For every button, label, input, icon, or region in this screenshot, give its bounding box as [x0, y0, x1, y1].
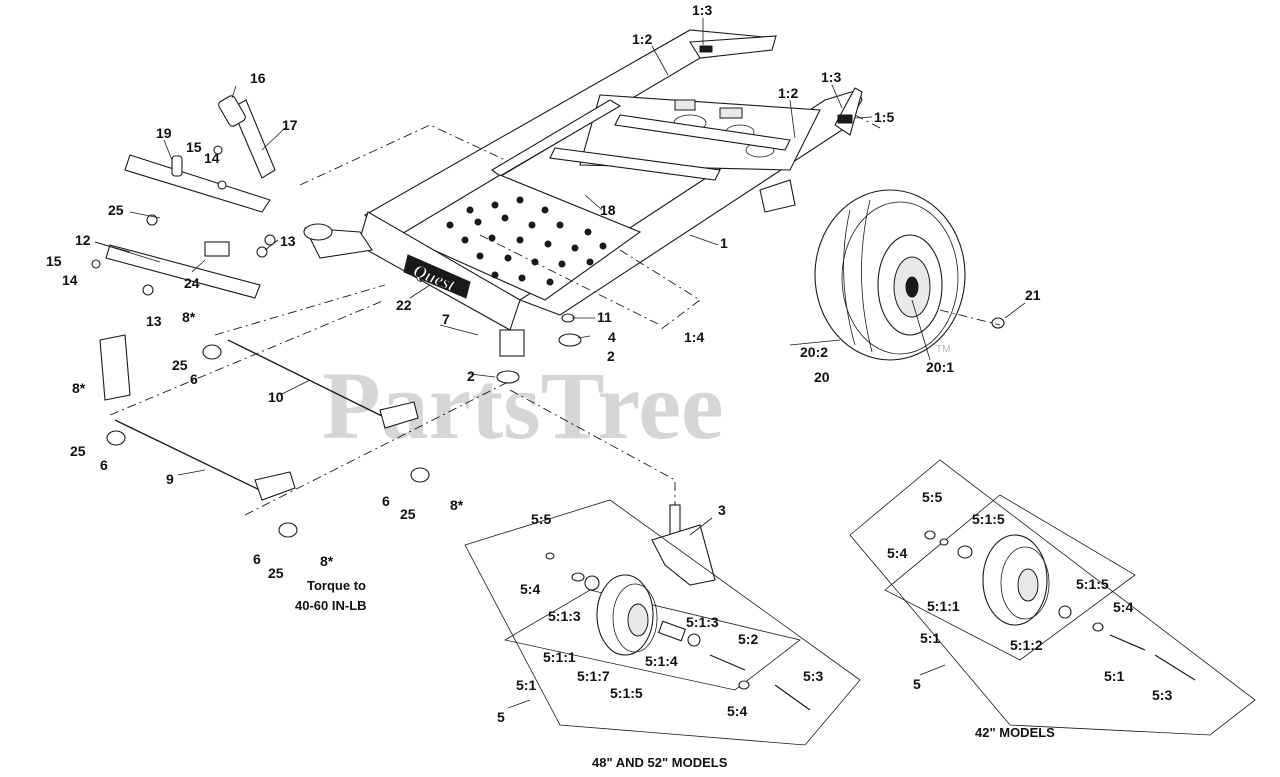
- callout-label: 5:1:7: [577, 668, 610, 684]
- callout-label: 10: [268, 389, 284, 405]
- callout-label: 5:3: [803, 668, 823, 684]
- callout-label: 13: [280, 233, 296, 249]
- callout-label: 8*: [450, 497, 464, 513]
- torque-note-line1: Torque to: [307, 578, 366, 593]
- callout-label: 5:1:4: [645, 653, 678, 669]
- callout-label: 2: [467, 368, 475, 384]
- front-wheel-42: [849, 459, 1256, 736]
- callout-label: 1:2: [632, 31, 652, 47]
- rear-tire-assembly: [814, 189, 1005, 361]
- callout-label: 16: [250, 70, 266, 86]
- callout-label: 5:2: [738, 631, 758, 647]
- foot-plate-holes: [446, 196, 607, 286]
- callout-label: 12: [75, 232, 91, 248]
- callout-label: 19: [156, 125, 172, 141]
- callout-label: 8*: [320, 553, 334, 569]
- callout-label: 20: [814, 369, 830, 385]
- callout-label: 5: [497, 709, 505, 725]
- callout-label: 5:1: [1104, 668, 1124, 684]
- callout-label: 15: [186, 139, 202, 155]
- torque-note-line2: 40-60 IN-LB: [295, 598, 367, 613]
- callout-label: 8*: [72, 380, 86, 396]
- callout-label: 5:3: [1152, 687, 1172, 703]
- callout-label: 5:1:5: [972, 511, 1005, 527]
- callout-label: 2: [607, 348, 615, 364]
- callout-label: 5:1:3: [548, 608, 581, 624]
- callout-label: 5:4: [520, 581, 540, 597]
- callout-label: 5:1:1: [543, 649, 576, 665]
- callout-label: 6: [190, 371, 198, 387]
- callout-label: 5:5: [922, 489, 942, 505]
- callout-label: 25: [400, 506, 416, 522]
- callout-label: 6: [253, 551, 261, 567]
- callout-label: 5:1: [516, 677, 536, 693]
- callout-label: 21: [1025, 287, 1041, 303]
- leader-lines: [94, 18, 1026, 709]
- callout-label: 1:2: [778, 85, 798, 101]
- callout-label: 11: [597, 309, 612, 325]
- callout-label: 25: [70, 443, 86, 459]
- callout-label: 17: [282, 117, 298, 133]
- callout-label: 5:1:3: [686, 614, 719, 630]
- callout-label: 5:1: [920, 630, 940, 646]
- callout-label: 1:3: [692, 2, 712, 18]
- callout-label: 14: [62, 272, 78, 288]
- callout-label: 1: [720, 235, 728, 251]
- callout-label: 25: [268, 565, 284, 581]
- caption-48-52-models: 48" AND 52" MODELS: [592, 755, 728, 770]
- callouts: 1:3 1:2 1:3 1:2 1:5 16 17 19 15 14 25 18…: [46, 2, 1172, 725]
- callout-label: 1:5: [874, 109, 894, 125]
- callout-label: 25: [108, 202, 124, 218]
- callout-label: 5:4: [1113, 599, 1133, 615]
- callout-label: 5:4: [727, 703, 747, 719]
- callout-label: 6: [382, 493, 390, 509]
- callout-label: 5:1:5: [610, 685, 643, 701]
- callout-label: 3: [718, 502, 726, 518]
- callout-label: 4: [608, 329, 616, 345]
- callout-label: 20:2: [800, 344, 828, 360]
- watermark: PartsTree: [322, 352, 724, 459]
- callout-label: 22: [396, 297, 412, 313]
- callout-label: 14: [204, 150, 220, 166]
- callout-label: 5:1:2: [1010, 637, 1043, 653]
- callout-label: 5:1:5: [1076, 576, 1109, 592]
- callout-label: 18: [600, 202, 616, 218]
- callout-label: 24: [184, 275, 200, 291]
- callout-label: 20:1: [926, 359, 954, 375]
- front-wheel-48-52: [464, 499, 861, 746]
- caster-fork: [651, 504, 716, 586]
- callout-label: 5:1:1: [927, 598, 960, 614]
- callout-label: 9: [166, 471, 174, 487]
- caption-42-models: 42" MODELS: [975, 725, 1055, 740]
- callout-label: 1:4: [684, 329, 704, 345]
- callout-label: 5:4: [887, 545, 907, 561]
- callout-label: 5:5: [531, 511, 551, 527]
- callout-label: 1:3: [821, 69, 841, 85]
- watermark-tm: TM: [936, 344, 950, 355]
- callout-label: 5: [913, 676, 921, 692]
- callout-label: 7: [442, 311, 450, 327]
- callout-label: 15: [46, 253, 62, 269]
- lift-linkage: [91, 95, 582, 538]
- assembly-lines: [109, 114, 1001, 516]
- main-frame: Quest: [303, 29, 863, 357]
- callout-label: 8*: [182, 309, 196, 325]
- callout-label: 25: [172, 357, 188, 373]
- callout-label: 6: [100, 457, 108, 473]
- callout-label: 13: [146, 313, 162, 329]
